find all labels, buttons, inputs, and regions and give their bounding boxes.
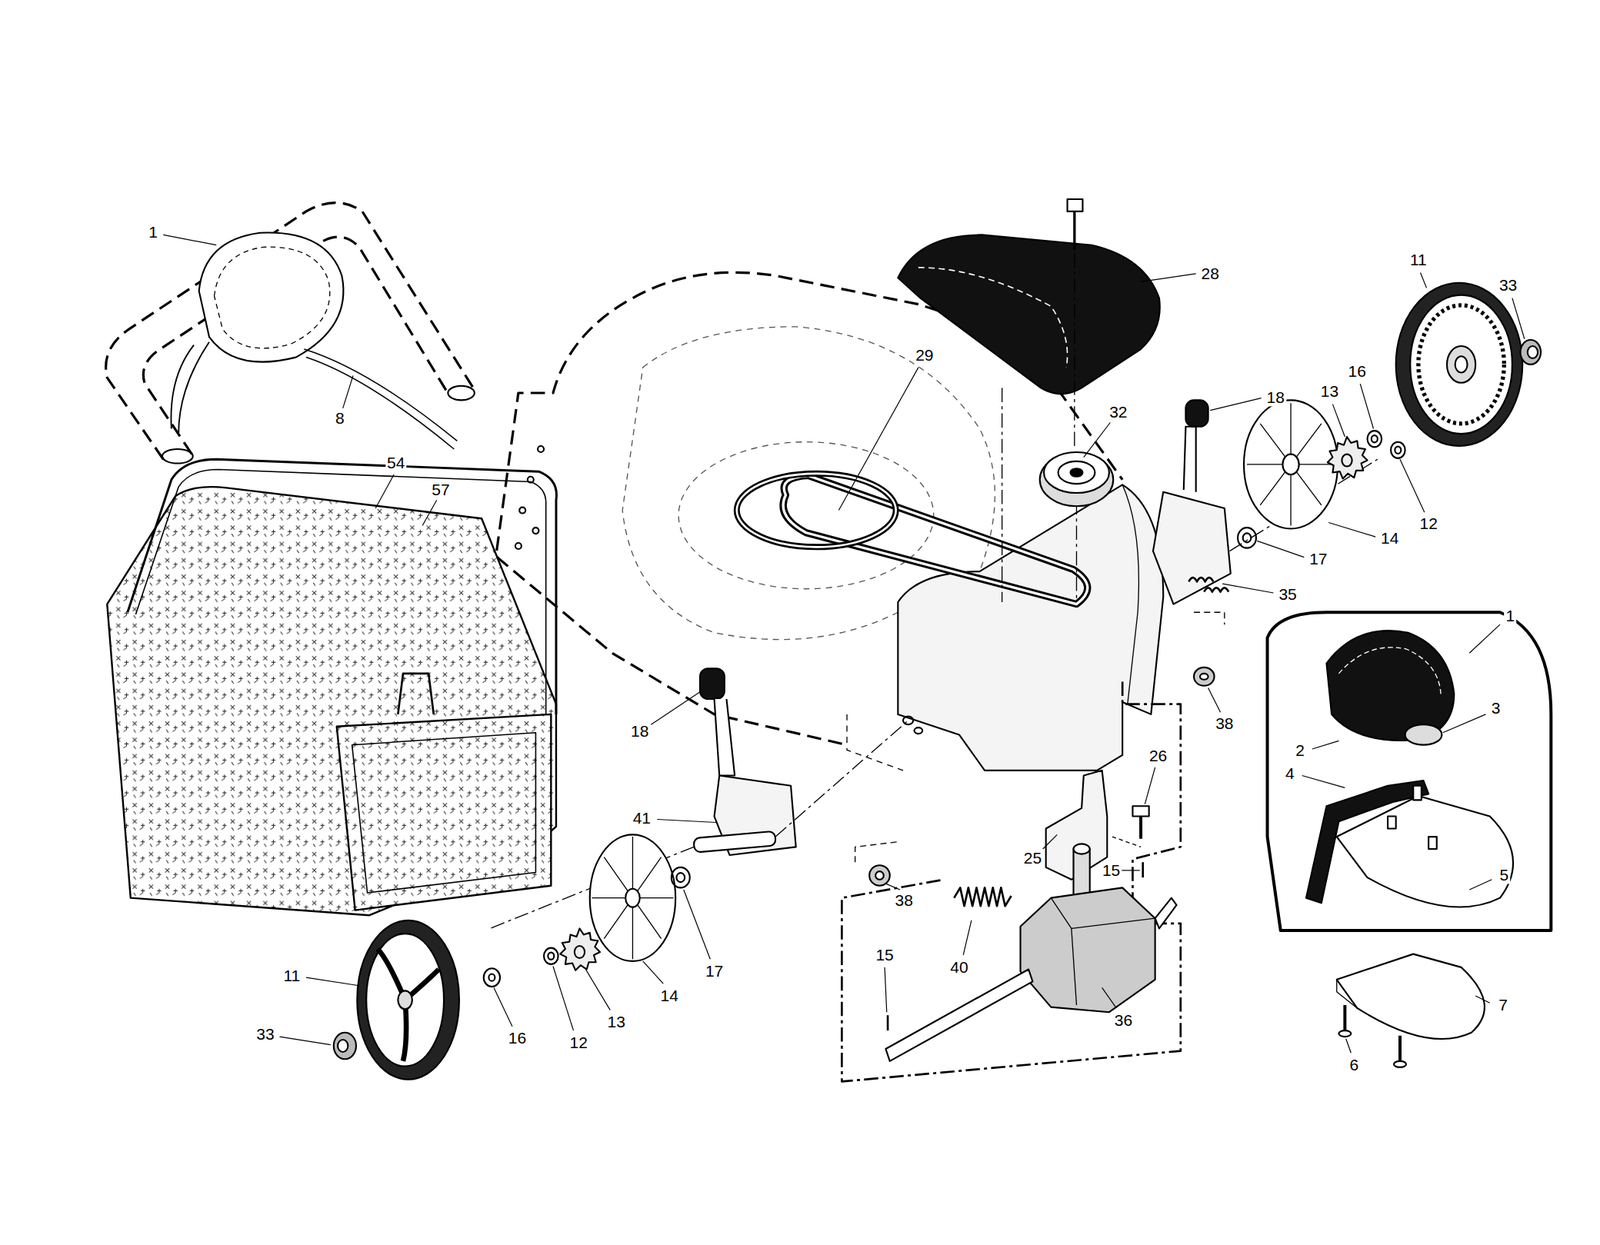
callout-anchor: 40 [948,958,970,977]
callout-anchor: 8 [333,409,347,427]
callout-anchor: 38 [893,892,915,910]
callout-anchor: 16 [506,1030,528,1048]
callout-number: 13 [1319,383,1340,401]
callout-number: 32 [1107,403,1129,421]
callout-number: 26 [1147,746,1169,765]
callout-anchor: 38 [1213,714,1235,733]
callout-anchor: 17 [1307,550,1329,568]
callout-number: 16 [506,1030,528,1048]
callout-number: 33 [1497,276,1519,295]
callout-number: 1 [146,223,160,242]
callout-number: 29 [913,346,935,364]
callout-number: 18 [1264,389,1286,407]
callout-anchor: 13 [1319,383,1340,401]
callout-anchor: 18 [629,723,650,741]
callout-anchor: 11 [281,967,302,986]
callout-anchor: 28 [1200,264,1221,283]
callout-number: 6 [1347,1056,1360,1074]
callout-anchor: 13 [606,1013,627,1032]
callout-number: 7 [1496,996,1510,1014]
callout-number: 40 [948,958,970,977]
callout-number: 11 [281,967,302,986]
callout-anchor: 5 [1497,866,1510,885]
callout-number: 35 [1276,586,1298,604]
callout-anchor: 33 [1497,276,1519,295]
callout-anchor: 54 [385,454,407,473]
callout-number: 17 [1307,550,1329,568]
callout-anchor: 3 [1490,699,1503,717]
callout-anchor: 41 [631,809,653,827]
callout-number: 1 [1503,607,1517,626]
callout-number: 5 [1497,866,1510,885]
callout-anchor: 35 [1276,586,1298,604]
callout-number: 28 [1200,264,1221,283]
callout-anchor: 12 [1417,514,1439,533]
callout-number: 38 [1213,714,1235,733]
callout-number: 38 [893,892,915,910]
callout-anchor: 16 [1346,362,1368,380]
callout-number: 15 [873,946,895,964]
callout-number: 4 [1283,764,1297,783]
callout-anchor: 33 [254,1026,276,1044]
callout-number: 14 [659,986,680,1005]
callout-number: 3 [1490,699,1503,717]
callout-number: 2 [1293,742,1307,760]
callout-anchor: 1 [146,223,160,242]
callout-number: 36 [1113,1011,1134,1030]
callout-number: 33 [254,1026,276,1044]
callout-anchor: 1 [1503,607,1517,626]
callout-number: 25 [1022,849,1044,867]
callout-anchor: 32 [1107,403,1129,421]
callout-anchor: 18 [1264,389,1286,407]
callout-anchor: 36 [1113,1011,1134,1030]
callout-number: 12 [1417,514,1439,533]
callout-anchor: 25 [1022,849,1044,867]
callout-anchor: 11 [1408,251,1429,270]
callout-anchor: 6 [1347,1056,1360,1074]
callout-anchor: 29 [913,346,935,364]
callout-number: 14 [1379,530,1400,548]
callout-anchor: 14 [1379,530,1400,548]
callout-number: 57 [430,480,451,499]
callout-anchor: 57 [430,480,451,499]
callout-number: 13 [606,1013,627,1032]
callout-anchor: 17 [703,962,725,980]
callout-anchor: 7 [1496,996,1510,1014]
callout-anchor: 26 [1147,746,1169,765]
callout-number: 18 [629,723,650,741]
callout-number: 41 [631,809,653,827]
callout-number: 54 [385,454,407,473]
callout-number: 15 [1100,861,1122,880]
callout-number: 11 [1408,251,1429,270]
callout-anchor: 2 [1293,742,1307,760]
callout-number: 16 [1346,362,1368,380]
callout-anchor: 15 [873,946,895,964]
callout-anchor: 15 [1100,861,1122,880]
callout-number: 12 [567,1033,589,1052]
callout-anchor: 12 [567,1033,589,1052]
callout-number: 17 [703,962,725,980]
callout-anchor: 4 [1283,764,1297,783]
callout-anchor: 14 [659,986,680,1005]
callout-number: 8 [333,409,347,427]
